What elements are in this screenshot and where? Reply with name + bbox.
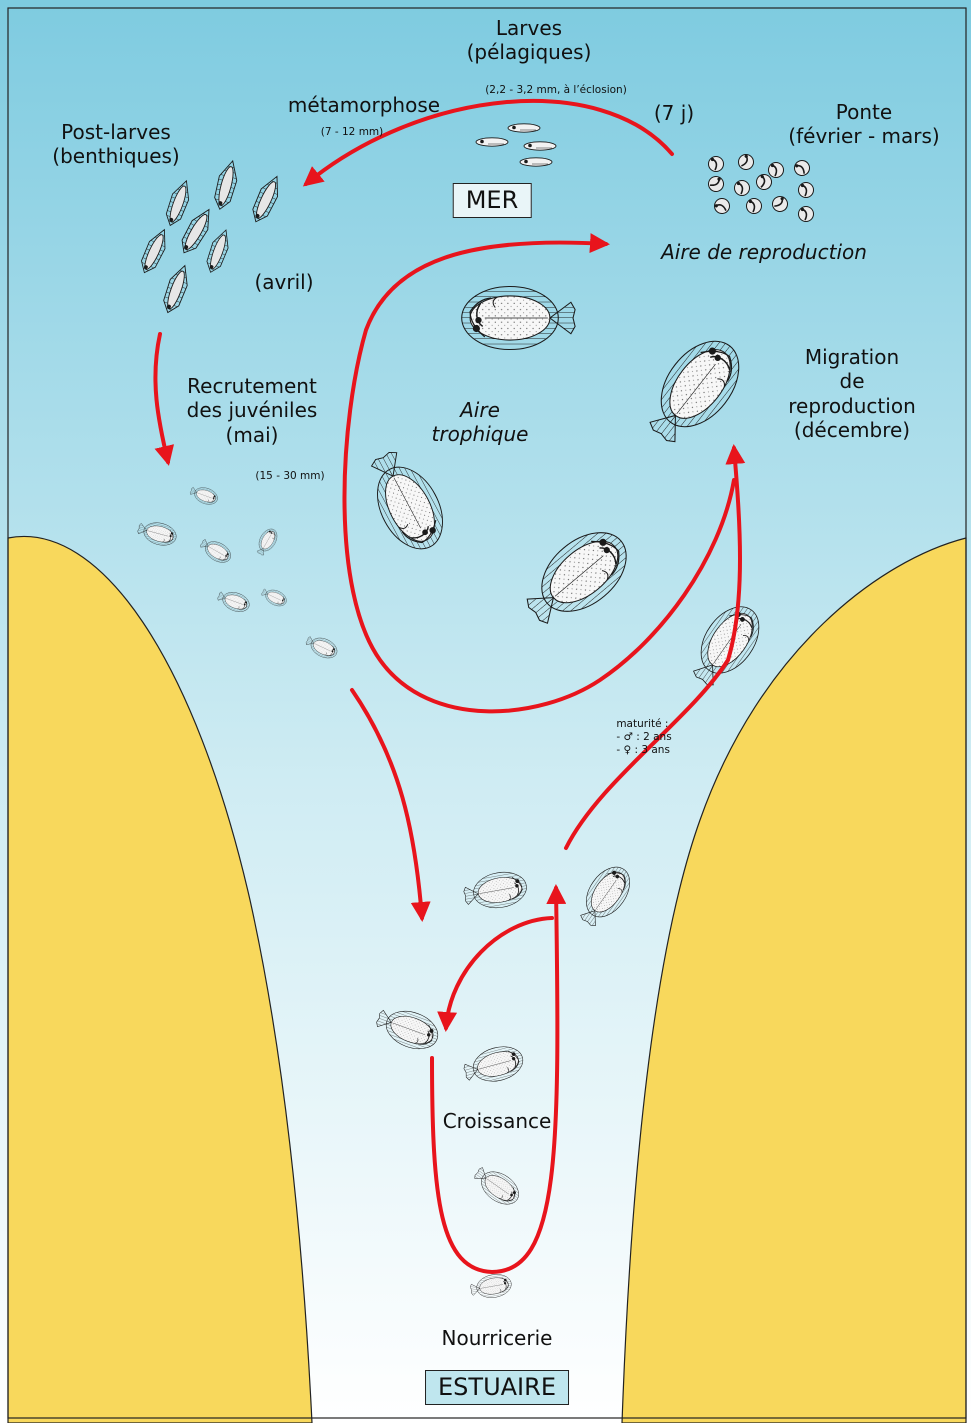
trophic-line-2: trophique [432, 422, 529, 446]
label-nursery: Nourricerie [442, 1326, 553, 1350]
recruitment-line-3: (mai) [187, 423, 318, 447]
larvae-size: (2,2 - 3,2 mm, à l’éclosion) [485, 84, 627, 97]
maturity-male: - ♂ : 2 ans [616, 731, 671, 744]
recruitment-line-2: des juvéniles [187, 398, 318, 422]
label-days: (7 j) [654, 101, 694, 125]
spawning-title: Ponte [788, 100, 939, 124]
migration-line-2: de [788, 369, 915, 393]
migration-line-4: (décembre) [788, 418, 915, 442]
metamorphosis-size: (7 - 12 mm) [321, 126, 384, 139]
label-reproduction-area: Aire de reproduction [661, 240, 867, 264]
label-april: (avril) [254, 270, 313, 294]
recruitment-line-1: Recrutement [187, 374, 318, 398]
postlarvae-title: Post-larves [52, 120, 179, 144]
postlarvae-subtitle: (benthiques) [52, 144, 179, 168]
label-postlarvae: Post-larves (benthiques) [52, 120, 179, 169]
recruitment-size: (15 - 30 mm) [255, 470, 324, 483]
larvae-subtitle: (pélagiques) [467, 40, 592, 64]
spawning-period: (février - mars) [788, 124, 939, 148]
migration-line-1: Migration [788, 345, 915, 369]
larvae-title: Larves [467, 16, 592, 40]
label-larvae: Larves (pélagiques) [467, 16, 592, 65]
sea-box-label: MER [453, 183, 532, 218]
label-metamorphosis: métamorphose [288, 93, 440, 117]
label-trophic-area: Aire trophique [432, 398, 529, 447]
maturity-title: maturité : [616, 718, 671, 731]
estuary-box-label: ESTUAIRE [425, 1370, 569, 1405]
label-recruitment: Recrutement des juvéniles (mai) [187, 374, 318, 447]
trophic-line-1: Aire [432, 398, 529, 422]
maturity-female: - ♀ : 3 ans [616, 744, 671, 757]
label-growth: Croissance [443, 1109, 552, 1133]
label-migration: Migration de reproduction (décembre) [788, 345, 915, 443]
label-spawning: Ponte (février - mars) [788, 100, 939, 149]
migration-line-3: reproduction [788, 394, 915, 418]
label-maturity: maturité : - ♂ : 2 ans - ♀ : 3 ans [616, 718, 671, 756]
